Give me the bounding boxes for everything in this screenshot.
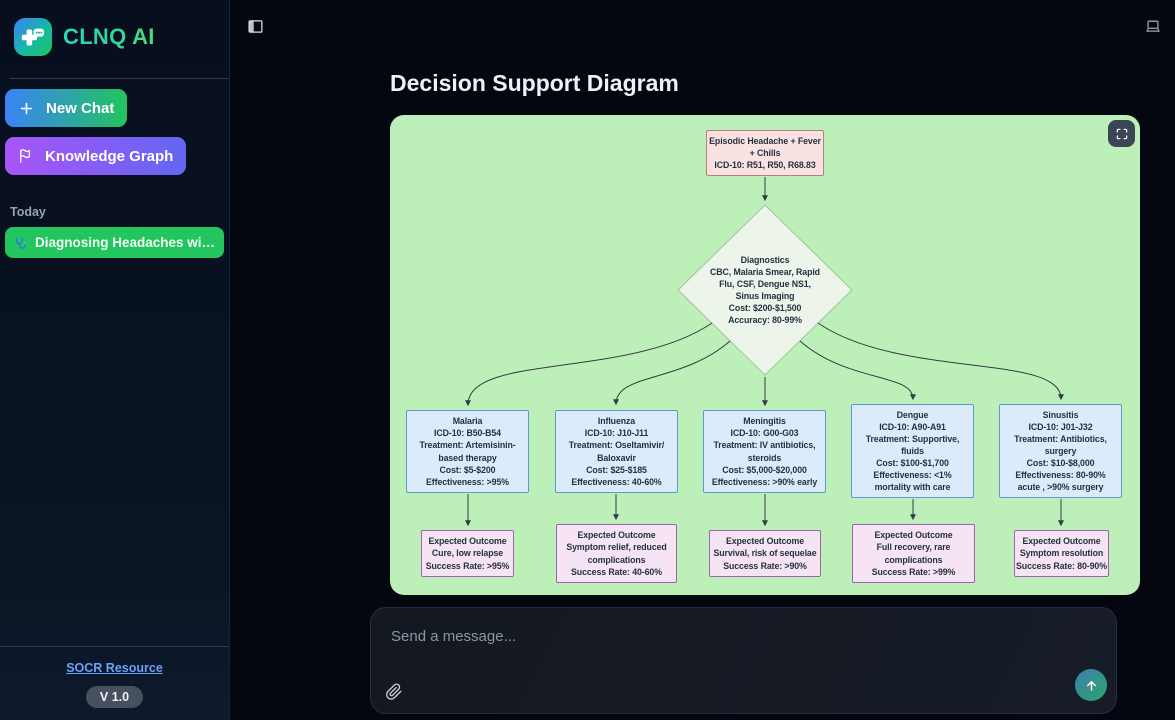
node-outcome-sinusitis: Expected Outcome Symptom resolution Succ… (1014, 530, 1109, 577)
app-logo: CLNQ AI (0, 0, 229, 72)
node-symptoms-root: Episodic Headache + Fever + Chills ICD-1… (706, 130, 824, 176)
sidebar-toggle-icon[interactable] (247, 18, 264, 35)
version-badge: V 1.0 (85, 686, 144, 708)
node-influenza: Influenza ICD-10: J10-J11 Treatment: Ose… (555, 410, 678, 493)
plus-icon (20, 102, 33, 114)
node-malaria: Malaria ICD-10: B50-B54 Treatment: Artem… (406, 410, 529, 493)
decision-support-diagram: Episodic Headache + Fever + Chills ICD-1… (390, 115, 1140, 595)
message-input[interactable] (371, 608, 1116, 672)
attach-file-button[interactable] (385, 682, 403, 700)
knowledge-graph-label: Knowledge Graph (45, 147, 174, 165)
node-meningitis: Meningitis ICD-10: G00-G03 Treatment: IV… (703, 410, 826, 493)
knowledge-graph-button[interactable]: Knowledge Graph (5, 137, 187, 175)
footer-resource-link[interactable]: SOCR Resource (66, 661, 163, 675)
node-sinusitis: Sinusitis ICD-10: J01-J32 Treatment: Ant… (999, 404, 1122, 498)
new-chat-label: New Chat (46, 99, 115, 117)
new-chat-button[interactable]: New Chat (5, 89, 128, 127)
node-outcome-influenza: Expected Outcome Symptom relief, reduced… (556, 524, 677, 583)
app-logo-icon (14, 18, 52, 56)
sidebar: CLNQ AI New Chat Knowledge Graph Today D… (0, 0, 230, 720)
flag-icon (20, 149, 30, 163)
app-title: CLNQ AI (63, 24, 155, 49)
chat-item-label: Diagnosing Headaches wi… (34, 235, 215, 250)
flowchart-edges (465, 177, 1064, 527)
fullscreen-expand-button[interactable] (1108, 120, 1135, 147)
node-outcome-dengue: Expected Outcome Full recovery, rare com… (852, 524, 975, 583)
sidebar-divider (10, 78, 229, 79)
sidebar-footer: SOCR Resource V 1.0 (0, 646, 229, 720)
node-diagnostics-decision: Diagnostics CBC, Malaria Smear, Rapid Fl… (710, 254, 820, 326)
fullscreen-expand-icon (1116, 128, 1127, 139)
node-outcome-malaria: Expected Outcome Cure, low relapse Succe… (421, 530, 514, 577)
page-title: Decision Support Diagram (390, 70, 679, 96)
history-section-label: Today (10, 205, 46, 219)
send-arrow-icon (1086, 680, 1096, 691)
send-button[interactable] (1075, 669, 1107, 701)
message-composer (370, 607, 1117, 714)
node-outcome-meningitis: Expected Outcome Survival, risk of seque… (709, 530, 821, 577)
node-dengue: Dengue ICD-10: A90-A91 Treatment: Suppor… (851, 404, 974, 498)
sidebar-chat-item[interactable]: Diagnosing Headaches wi… (5, 227, 224, 258)
stethoscope-icon (16, 236, 27, 249)
laptop-icon[interactable] (1144, 18, 1162, 35)
paperclip-icon (386, 683, 402, 700)
